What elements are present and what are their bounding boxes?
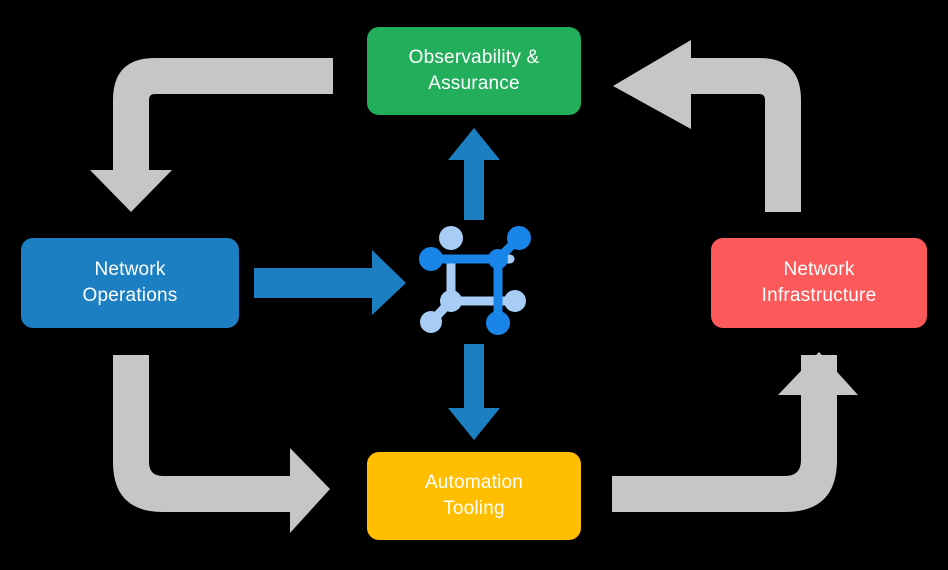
blue-arrow-operations-to-hub <box>254 250 406 315</box>
node-network-operations[interactable]: Network Operations <box>21 238 239 328</box>
node-observability-label-line1: Observability & <box>408 47 540 69</box>
node-observability-label-line2: Assurance <box>428 73 520 94</box>
gray-arrow-operations-to-automation <box>113 355 330 533</box>
gray-arrow-infrastructure-to-observability <box>613 40 801 212</box>
node-infrastructure-label-line2: Infrastructure <box>761 285 877 306</box>
node-automation-label-line1: Automation <box>424 472 524 494</box>
node-automation-tooling[interactable]: Automation Tooling <box>367 452 581 540</box>
node-operations-label-line1: Network <box>94 259 166 281</box>
node-infrastructure-label-line1: Network <box>783 259 855 281</box>
gray-arrow-observability-to-operations <box>90 58 333 212</box>
node-network-infrastructure[interactable]: Network Infrastructure <box>711 238 927 328</box>
gray-arrow-automation-to-infrastructure <box>612 355 837 512</box>
network-topology-icon <box>419 226 531 335</box>
gray-arrowhead-up <box>778 352 858 395</box>
blue-arrow-hub-to-automation <box>448 344 500 440</box>
node-operations-label-line2: Operations <box>82 285 178 306</box>
node-observability-assurance[interactable]: Observability & Assurance <box>367 27 581 115</box>
node-automation-label-line2: Tooling <box>443 498 505 519</box>
blue-arrow-hub-to-observability <box>448 128 500 220</box>
